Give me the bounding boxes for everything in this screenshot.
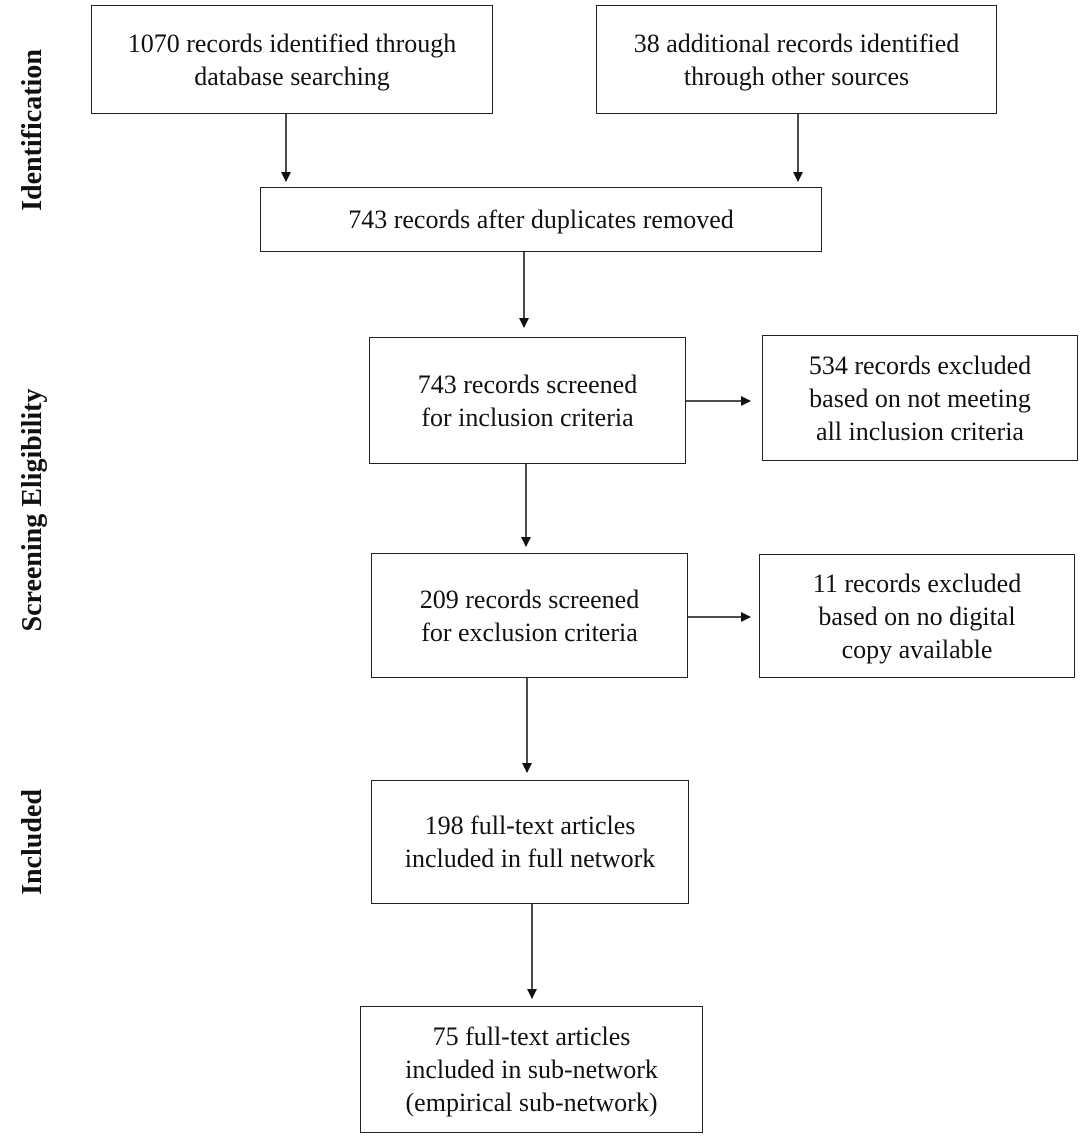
box-text-line: 1070 records identified through xyxy=(127,28,457,58)
box-sub-network: 75 full-text articles included in sub-ne… xyxy=(360,1006,703,1133)
box-text-line: 198 full-text articles xyxy=(424,811,636,840)
box-text-line: based on not meeting xyxy=(809,383,1031,413)
box-text-line: based on no digital xyxy=(818,601,1016,631)
box-text-line: (empirical sub-network) xyxy=(405,1088,658,1117)
box-text-line: included in full network xyxy=(404,844,656,873)
box-text-line: 209 records screened xyxy=(419,584,640,614)
box-screened-exclusion: 209 records screened for exclusion crite… xyxy=(371,553,688,678)
box-full-network: 198 full-text articles included in full … xyxy=(371,780,689,904)
box-text-line: for inclusion criteria xyxy=(421,402,634,432)
box-excluded-inclusion: 534 records excluded based on not meetin… xyxy=(762,335,1078,461)
box-text-line: 38 additional records identified xyxy=(633,28,960,58)
box-text-line: 534 records excluded xyxy=(808,350,1032,380)
box-text-line: for exclusion criteria xyxy=(421,617,638,647)
box-other-sources: 38 additional records identified through… xyxy=(596,5,997,114)
box-after-duplicates: 743 records after duplicates removed xyxy=(260,187,822,252)
box-database-records: 1070 records identified through database… xyxy=(91,5,493,114)
box-text-line: copy available xyxy=(841,634,993,664)
box-text-line: 11 records excluded xyxy=(812,568,1022,598)
box-excluded-no-copy: 11 records excluded based on no digital … xyxy=(759,554,1075,678)
box-text-line: 75 full-text articles xyxy=(432,1022,631,1051)
box-text-line: through other sources xyxy=(683,61,910,91)
box-text-line: included in sub-network xyxy=(405,1055,658,1084)
box-text-line: database searching xyxy=(194,61,390,91)
box-screened-inclusion: 743 records screened for inclusion crite… xyxy=(369,337,686,464)
box-text-line: 743 records after duplicates removed xyxy=(348,205,734,234)
box-text-line: 743 records screened xyxy=(417,369,638,399)
box-text-line: all inclusion criteria xyxy=(816,416,1024,446)
